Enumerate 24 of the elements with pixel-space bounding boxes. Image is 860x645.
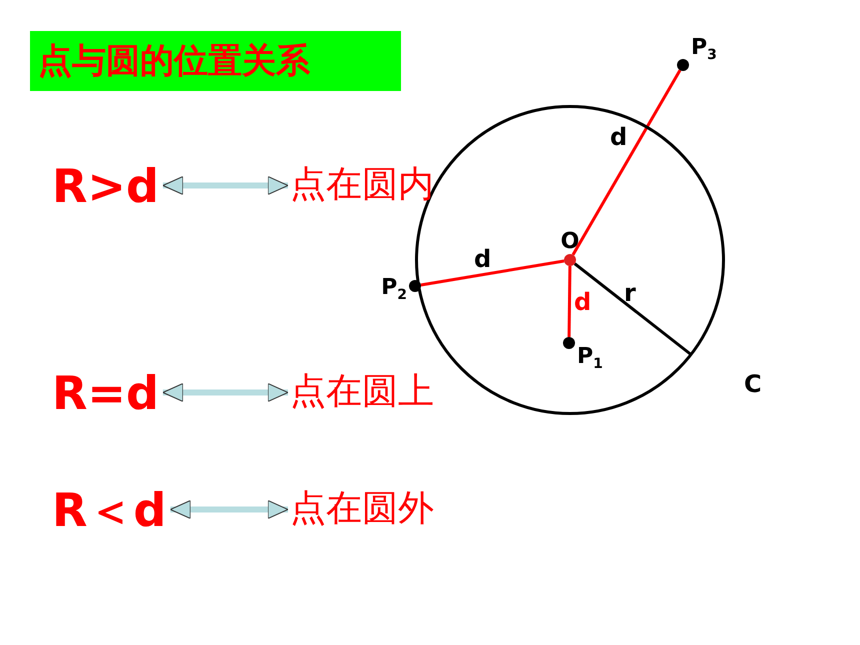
connector-line: [568, 266, 572, 338]
point: [562, 230, 578, 266]
connector-line: [420, 260, 564, 286]
double-arrow: [162, 176, 288, 195]
position-text: 点在圆上: [290, 368, 434, 416]
point: [677, 36, 717, 71]
edge-label: d: [610, 124, 628, 150]
double-arrow: [170, 500, 288, 519]
edge-label: d: [474, 246, 492, 272]
double-arrow: [162, 383, 288, 402]
relation-formula: R>d: [52, 160, 159, 212]
circle-label: C: [744, 371, 762, 397]
position-text: 点在圆内: [290, 161, 434, 209]
title-banner: 点与圆的位置关系: [30, 31, 401, 91]
point-label: P$_{2}$: [381, 276, 407, 305]
relation-formula: R＜d: [52, 484, 166, 536]
edge-label: r: [624, 280, 636, 306]
edge-label: d: [574, 289, 592, 315]
position-text: 点在圆外: [290, 485, 434, 533]
point-label: O: [560, 230, 580, 254]
connector-line: [574, 262, 692, 356]
point-label: P$_{3}$: [691, 36, 717, 65]
relation-formula: R=d: [52, 367, 159, 419]
point-label: P$_{1}$: [577, 345, 603, 374]
